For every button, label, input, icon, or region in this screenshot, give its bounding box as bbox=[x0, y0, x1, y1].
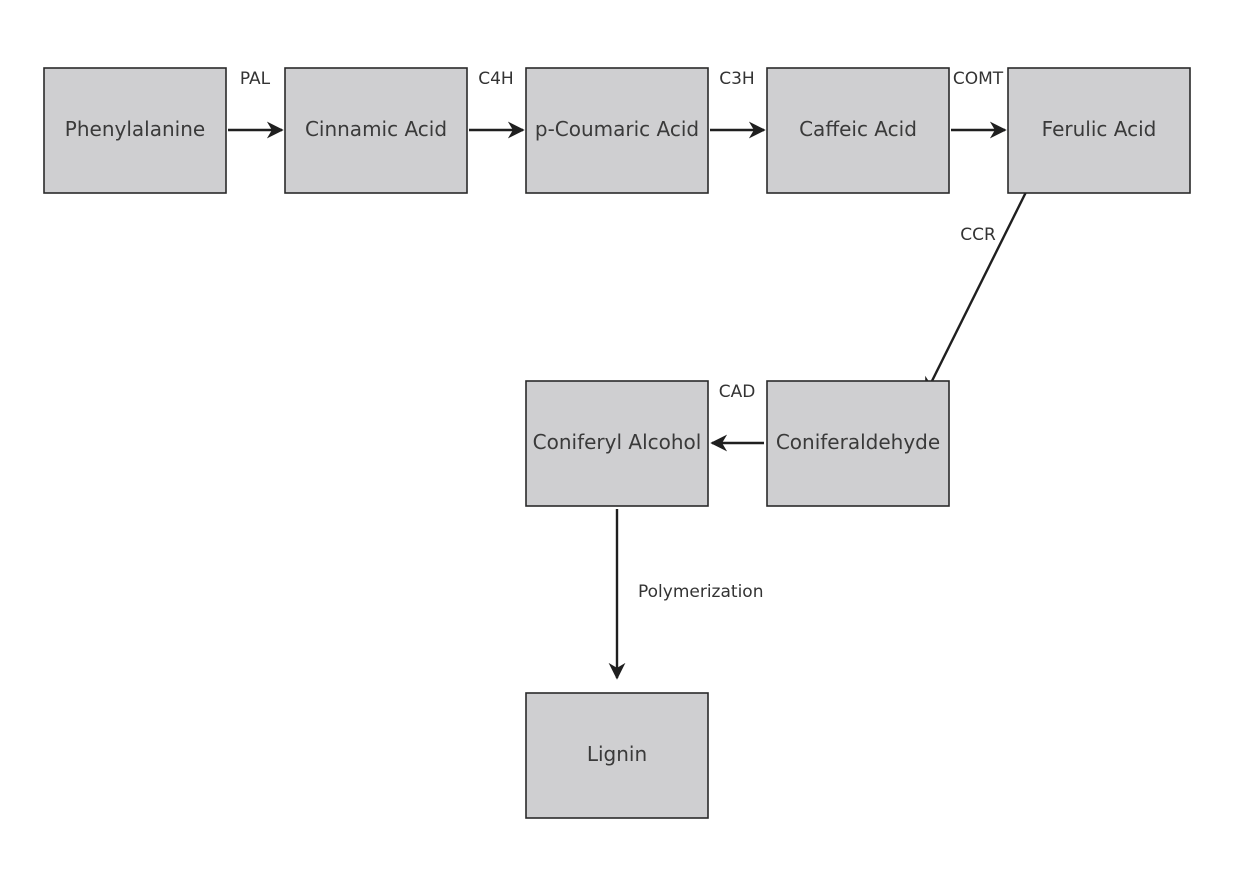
node-lignin: Lignin bbox=[525, 692, 709, 819]
node-label-p-coumaric-acid: p-Coumaric Acid bbox=[535, 117, 699, 141]
node-cinnamic-acid: Cinnamic Acid bbox=[284, 67, 468, 194]
edge-label-c3h: C3H bbox=[719, 69, 754, 89]
node-p-coumaric-acid: p-Coumaric Acid bbox=[525, 67, 709, 194]
edge-label-ccr: CCR bbox=[960, 225, 996, 245]
node-label-ferulic-acid: Ferulic Acid bbox=[1042, 117, 1157, 141]
edge-label-c4h: C4H bbox=[478, 69, 513, 89]
node-ferulic-acid: Ferulic Acid bbox=[1007, 67, 1191, 194]
node-label-cinnamic-acid: Cinnamic Acid bbox=[305, 117, 447, 141]
edge-label-cad: CAD bbox=[719, 382, 756, 402]
node-label-phenylalanine: Phenylalanine bbox=[65, 117, 205, 141]
node-coniferyl-alcohol: Coniferyl Alcohol bbox=[525, 380, 709, 507]
node-phenylalanine: Phenylalanine bbox=[43, 67, 227, 194]
edge-ccr bbox=[924, 177, 1035, 395]
edge-label-polymerization: Polymerization bbox=[638, 582, 763, 602]
node-label-coniferyl-alcohol: Coniferyl Alcohol bbox=[533, 430, 702, 454]
node-label-caffeic-acid: Caffeic Acid bbox=[799, 117, 917, 141]
node-label-lignin: Lignin bbox=[587, 742, 647, 766]
edge-label-comt: COMT bbox=[953, 69, 1004, 89]
node-caffeic-acid: Caffeic Acid bbox=[766, 67, 950, 194]
node-coniferaldehyde: Coniferaldehyde bbox=[766, 380, 950, 507]
edge-label-pal: PAL bbox=[240, 69, 271, 89]
node-label-coniferaldehyde: Coniferaldehyde bbox=[776, 430, 940, 454]
